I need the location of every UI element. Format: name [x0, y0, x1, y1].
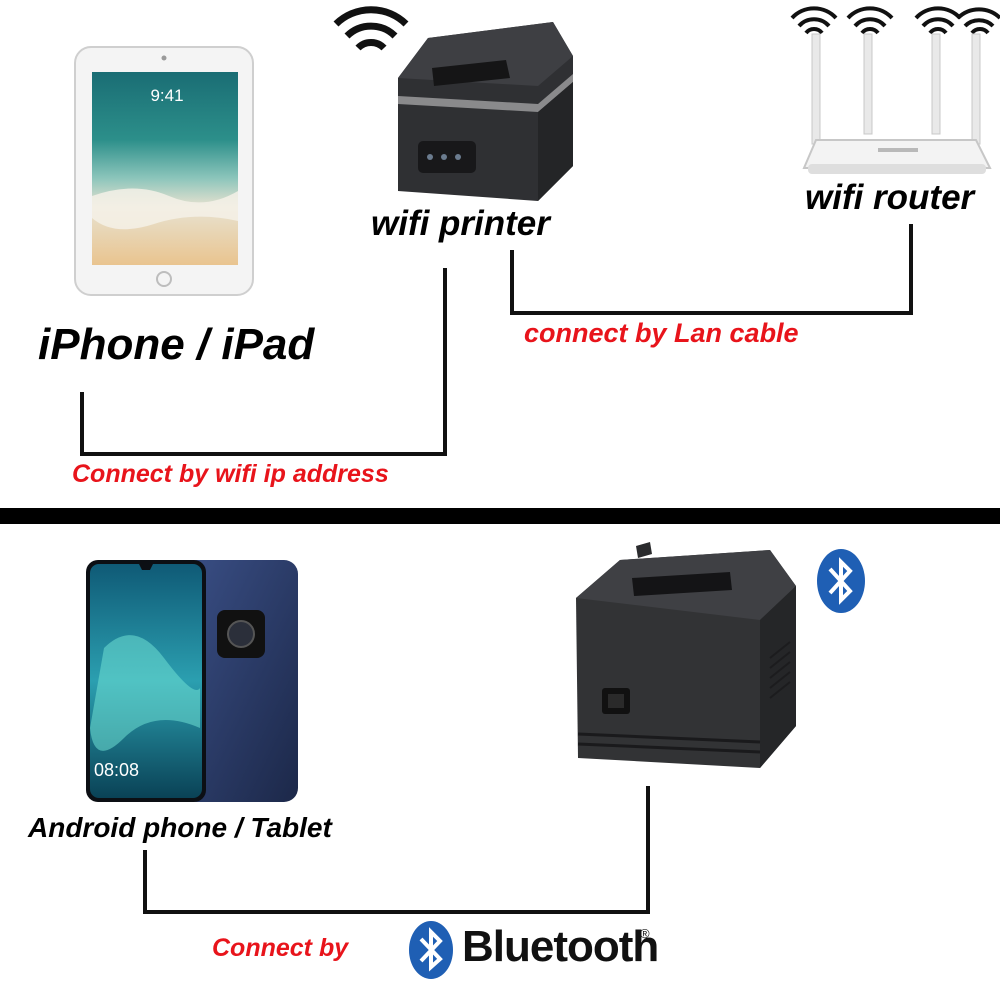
bluetooth-thermal-printer-icon [570, 538, 802, 770]
ipad-label: iPhone / iPad [38, 320, 315, 369]
bluetooth-line-bottom [143, 910, 650, 914]
android-phone-icon: 08:08 [84, 558, 300, 804]
wifi-ip-line-right [443, 268, 447, 456]
lan-cable-line-left [510, 250, 514, 314]
bluetooth-logo: Bluetooth ® [408, 920, 659, 980]
bluetooth-wordmark-icon [409, 921, 453, 979]
ipad-tablet-icon: 9:41 [74, 46, 254, 296]
bluetooth-icon [816, 548, 866, 614]
bluetooth-wordmark: Bluetooth [462, 922, 659, 971]
registered-mark: ® [640, 926, 650, 941]
wifi-ip-line-bottom [80, 452, 447, 456]
wifi-thermal-printer-icon [388, 16, 578, 206]
wifi-router-icon [790, 0, 1000, 185]
wifi-icon [332, 4, 410, 60]
wifi-ip-line-left [80, 392, 84, 456]
lan-cable-line-bottom [510, 311, 913, 315]
lan-cable-caption: connect by Lan cable [524, 318, 799, 348]
phone-clock: 08:08 [94, 760, 140, 780]
wifi-router-label: wifi router [805, 178, 975, 217]
bluetooth-caption-prefix: Connect by [212, 934, 349, 962]
bluetooth-line-left [143, 850, 147, 914]
android-label: Android phone / Tablet [28, 812, 332, 843]
wifi-ip-caption: Connect by wifi ip address [72, 460, 389, 488]
ipad-clock: 9:41 [150, 86, 184, 105]
wifi-printer-label: wifi printer [371, 204, 550, 243]
bluetooth-line-right [646, 786, 650, 914]
lan-cable-line-right [909, 224, 913, 315]
section-divider [0, 508, 1000, 524]
